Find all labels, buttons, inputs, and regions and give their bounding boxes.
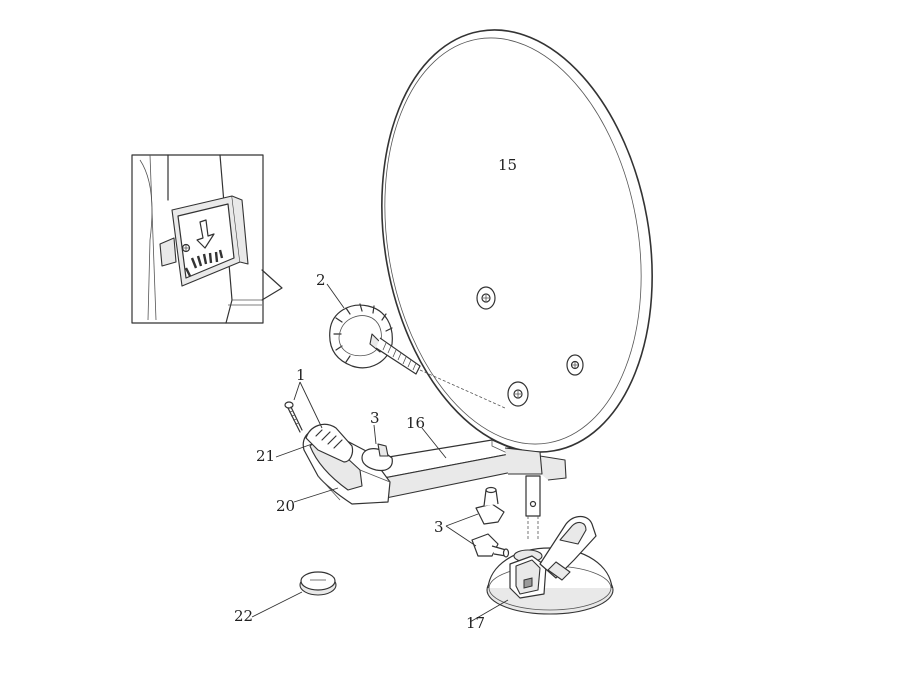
mast-post [525, 475, 541, 540]
wing-screw [471, 533, 510, 558]
callout-16: 16 [406, 414, 425, 432]
callout-2: 2 [316, 271, 326, 289]
dish-screw [507, 381, 529, 407]
leader-lines [251, 283, 509, 623]
callout-labels: 15 2 1 3 16 21 20 3 17 22 [234, 156, 517, 632]
dish-reflector [381, 29, 653, 481]
callout-3-holder: 3 [370, 409, 380, 427]
callout-17: 17 [466, 614, 485, 632]
wing-screw [361, 443, 393, 472]
dish-screw [566, 354, 584, 376]
lnb-holder [302, 423, 391, 505]
dish-screw [476, 286, 496, 310]
callout-3-loose: 3 [434, 518, 444, 536]
callout-22: 22 [234, 607, 253, 625]
inset-detail [131, 154, 283, 324]
cover-cap [299, 571, 337, 596]
adjustment-knob [329, 303, 506, 409]
callout-15: 15 [498, 156, 517, 174]
callout-1: 1 [296, 366, 306, 384]
screw [284, 401, 303, 433]
callout-20: 20 [276, 497, 295, 515]
support-arm [357, 439, 543, 499]
wing-screw [475, 486, 505, 525]
callout-21: 21 [256, 447, 275, 465]
suction-base [486, 515, 614, 615]
